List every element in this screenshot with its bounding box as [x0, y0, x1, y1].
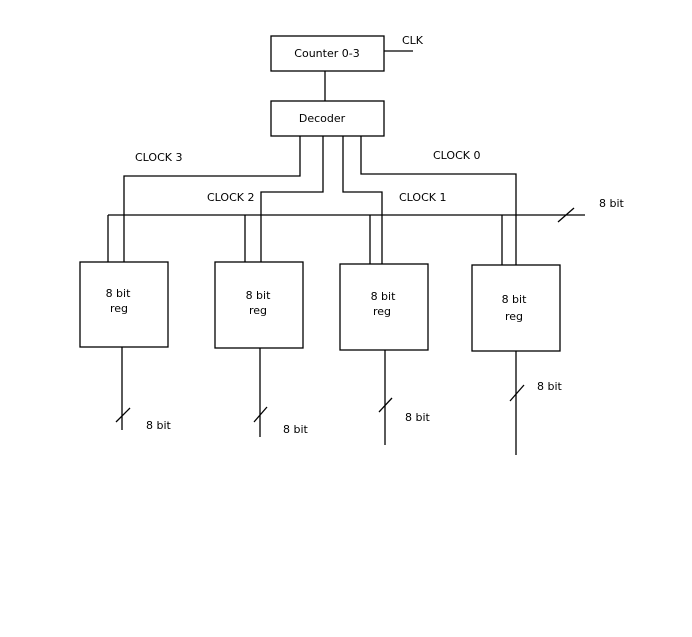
register-0-width-label: 8 bit — [146, 419, 172, 432]
decoder-label: Decoder — [299, 112, 346, 125]
register-1 — [214, 261, 304, 349]
clock1-label: CLOCK 1 — [399, 191, 446, 204]
register-2-line2: reg — [373, 305, 391, 318]
decoder-block — [270, 100, 385, 137]
register-0-width-slash — [115, 407, 131, 423]
register-1-width-label: 8 bit — [283, 423, 309, 436]
clock2-line — [260, 136, 324, 262]
register-1-width-slash — [253, 406, 268, 423]
clock2-label: CLOCK 2 — [207, 191, 254, 204]
input-bus-width-slash — [557, 207, 575, 223]
register-0-line2: reg — [110, 302, 128, 315]
register-3-width-label: 8 bit — [537, 380, 563, 393]
register-3-line2: reg — [505, 310, 523, 323]
register-2-line1: 8 bit — [371, 290, 397, 303]
clock1-line — [342, 136, 383, 264]
clock0-line — [360, 136, 517, 265]
clock3-line — [123, 136, 301, 262]
register-3-width-slash — [509, 384, 525, 402]
counter-block — [270, 35, 385, 72]
clock0-label: CLOCK 0 — [433, 149, 480, 162]
register-3 — [471, 264, 561, 352]
clk-label: CLK — [402, 34, 424, 47]
register-2 — [339, 263, 429, 351]
register-0-line1: 8 bit — [106, 287, 132, 300]
counter-label: Counter 0-3 — [294, 47, 359, 60]
register-2-width-label: 8 bit — [405, 411, 431, 424]
register-0 — [79, 261, 169, 348]
register-2-width-slash — [378, 397, 393, 413]
clock3-label: CLOCK 3 — [135, 151, 182, 164]
register-1-line2: reg — [249, 304, 267, 317]
register-1-line1: 8 bit — [246, 289, 272, 302]
register-3-line1: 8 bit — [502, 293, 528, 306]
input-bus-width-label: 8 bit — [599, 197, 625, 210]
